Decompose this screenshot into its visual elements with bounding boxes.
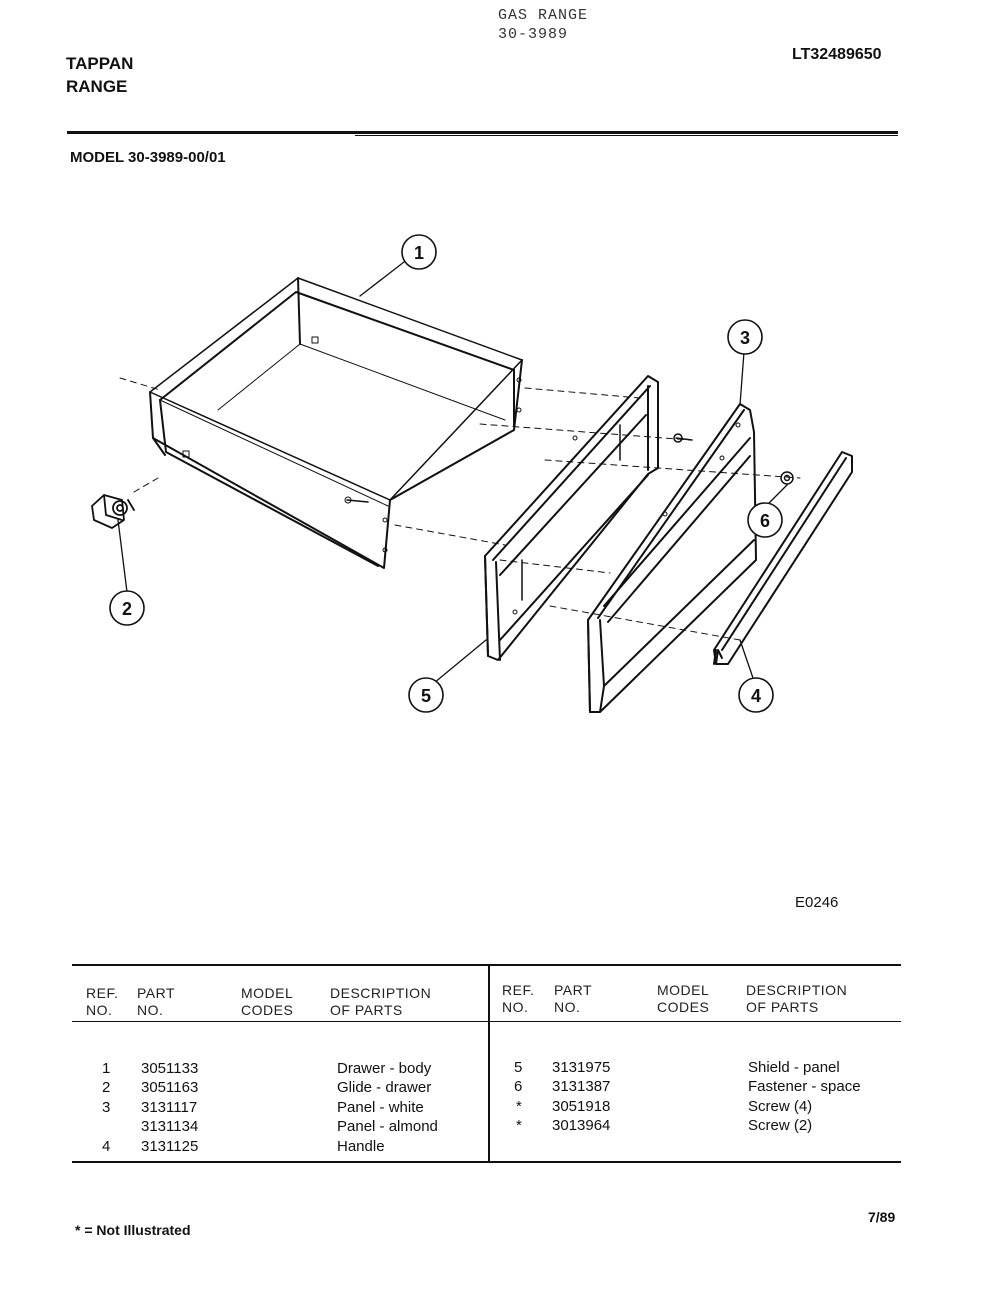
ref-header-line2: NO. [502, 999, 529, 1015]
left-ref-header: REF. NO. [86, 985, 118, 1019]
table-top-rule [72, 964, 901, 966]
table-row-ref: 1 [102, 1060, 111, 1077]
table-row-desc: Panel - almond [337, 1118, 438, 1135]
not-illustrated-note: * = Not Illustrated [75, 1222, 191, 1238]
table-row-part: 3131117 [141, 1099, 198, 1116]
fastener-part [673, 433, 794, 485]
table-row-part: 3131134 [141, 1118, 199, 1135]
model-header-line1: MODEL [241, 985, 294, 1001]
header-rule-thin [355, 135, 898, 136]
table-row-part: 3051133 [141, 1060, 199, 1077]
header-rule [67, 131, 898, 134]
part-header-line2: NO. [137, 1002, 164, 1018]
callout-1-label: 1 [414, 243, 424, 263]
handle-part [713, 451, 853, 665]
table-row-desc: Screw (2) [748, 1117, 813, 1134]
table-row-ref: 2 [102, 1079, 111, 1096]
table-row-desc: Glide - drawer [337, 1079, 432, 1096]
table-header-rule [72, 1021, 901, 1022]
category-title: GAS RANGE 30-3989 [498, 6, 588, 44]
callout-5-label: 5 [421, 686, 431, 706]
right-ref-header: REF. NO. [502, 982, 534, 1016]
glide-part [91, 494, 135, 529]
model-header-line2: CODES [241, 1002, 294, 1018]
model-label: MODEL 30-3989-00/01 [70, 149, 226, 166]
table-row-desc: Fastener - space [748, 1078, 861, 1095]
part-header-line1: PART [137, 985, 176, 1001]
right-desc-header: DESCRIPTION OF PARTS [746, 982, 847, 1016]
callout-6: 6 [747, 502, 783, 538]
callout-2: 2 [109, 590, 145, 626]
category-line-2: 30-3989 [498, 26, 569, 43]
table-row-part: 3131975 [552, 1059, 611, 1076]
model-header-line1: MODEL [657, 982, 710, 998]
table-row-ref: * [516, 1117, 522, 1134]
table-row-desc: Panel - white [337, 1099, 424, 1116]
assembly-lines [119, 377, 801, 641]
table-row-ref: 6 [514, 1078, 523, 1095]
drawer-body-part [149, 277, 523, 569]
part-header-line1: PART [554, 982, 593, 998]
right-part-header: PART NO. [554, 982, 592, 1016]
table-row-ref: * [516, 1098, 522, 1115]
table-row-part: 3131387 [552, 1078, 611, 1095]
brand-line-2: RANGE [66, 77, 128, 96]
table-row-ref: 5 [514, 1059, 523, 1076]
ref-header-line2: NO. [86, 1002, 113, 1018]
brand-line-1: TAPPAN [66, 54, 134, 73]
table-row-desc: Drawer - body [337, 1060, 432, 1077]
callouts: 1 2 3 4 5 6 [109, 234, 783, 713]
callout-2-label: 2 [122, 599, 132, 619]
table-row-desc: Shield - panel [748, 1059, 840, 1076]
desc-header-line1: DESCRIPTION [330, 985, 432, 1001]
brand-block: TAPPAN RANGE [66, 52, 133, 98]
table-row-part: 3051163 [141, 1079, 199, 1096]
desc-header-line1: DESCRIPTION [746, 982, 848, 998]
table-row-ref: 3 [102, 1099, 111, 1116]
part-header-line2: NO. [554, 999, 581, 1015]
desc-header-line2: OF PARTS [330, 1002, 403, 1018]
callout-5: 5 [408, 677, 444, 713]
figure-code: E0246 [795, 894, 839, 911]
exploded-parts-diagram: 1 2 3 4 5 6 [91, 234, 853, 713]
left-desc-header: DESCRIPTION OF PARTS [330, 985, 431, 1019]
table-row-desc: Screw (4) [748, 1098, 813, 1115]
callout-4: 4 [738, 677, 774, 713]
revision-date: 7/89 [868, 1209, 896, 1225]
category-line-1: GAS RANGE [498, 7, 589, 24]
callout-3-label: 3 [740, 328, 750, 348]
left-model-header: MODEL CODES [241, 985, 293, 1019]
table-bottom-rule [72, 1161, 901, 1163]
shield-panel-part [484, 375, 659, 661]
catalog-number: LT32489650 [792, 46, 882, 63]
table-row-ref: 4 [102, 1138, 111, 1155]
callout-4-label: 4 [751, 686, 761, 706]
callout-6-label: 6 [760, 511, 770, 531]
left-part-header: PART NO. [137, 985, 175, 1019]
model-header-line2: CODES [657, 999, 710, 1015]
front-panel-part [587, 403, 757, 713]
table-row-desc: Handle [337, 1138, 385, 1155]
table-row-part: 3013964 [552, 1117, 611, 1134]
leader-lines [117, 261, 788, 684]
right-model-header: MODEL CODES [657, 982, 709, 1016]
table-row-part: 3051918 [552, 1098, 611, 1115]
table-center-divider [488, 964, 490, 1162]
table-row-part: 3131125 [141, 1138, 199, 1155]
ref-header-line1: REF. [86, 985, 119, 1001]
ref-header-line1: REF. [502, 982, 535, 998]
callout-1: 1 [401, 234, 437, 270]
callout-3: 3 [727, 319, 763, 355]
desc-header-line2: OF PARTS [746, 999, 819, 1015]
